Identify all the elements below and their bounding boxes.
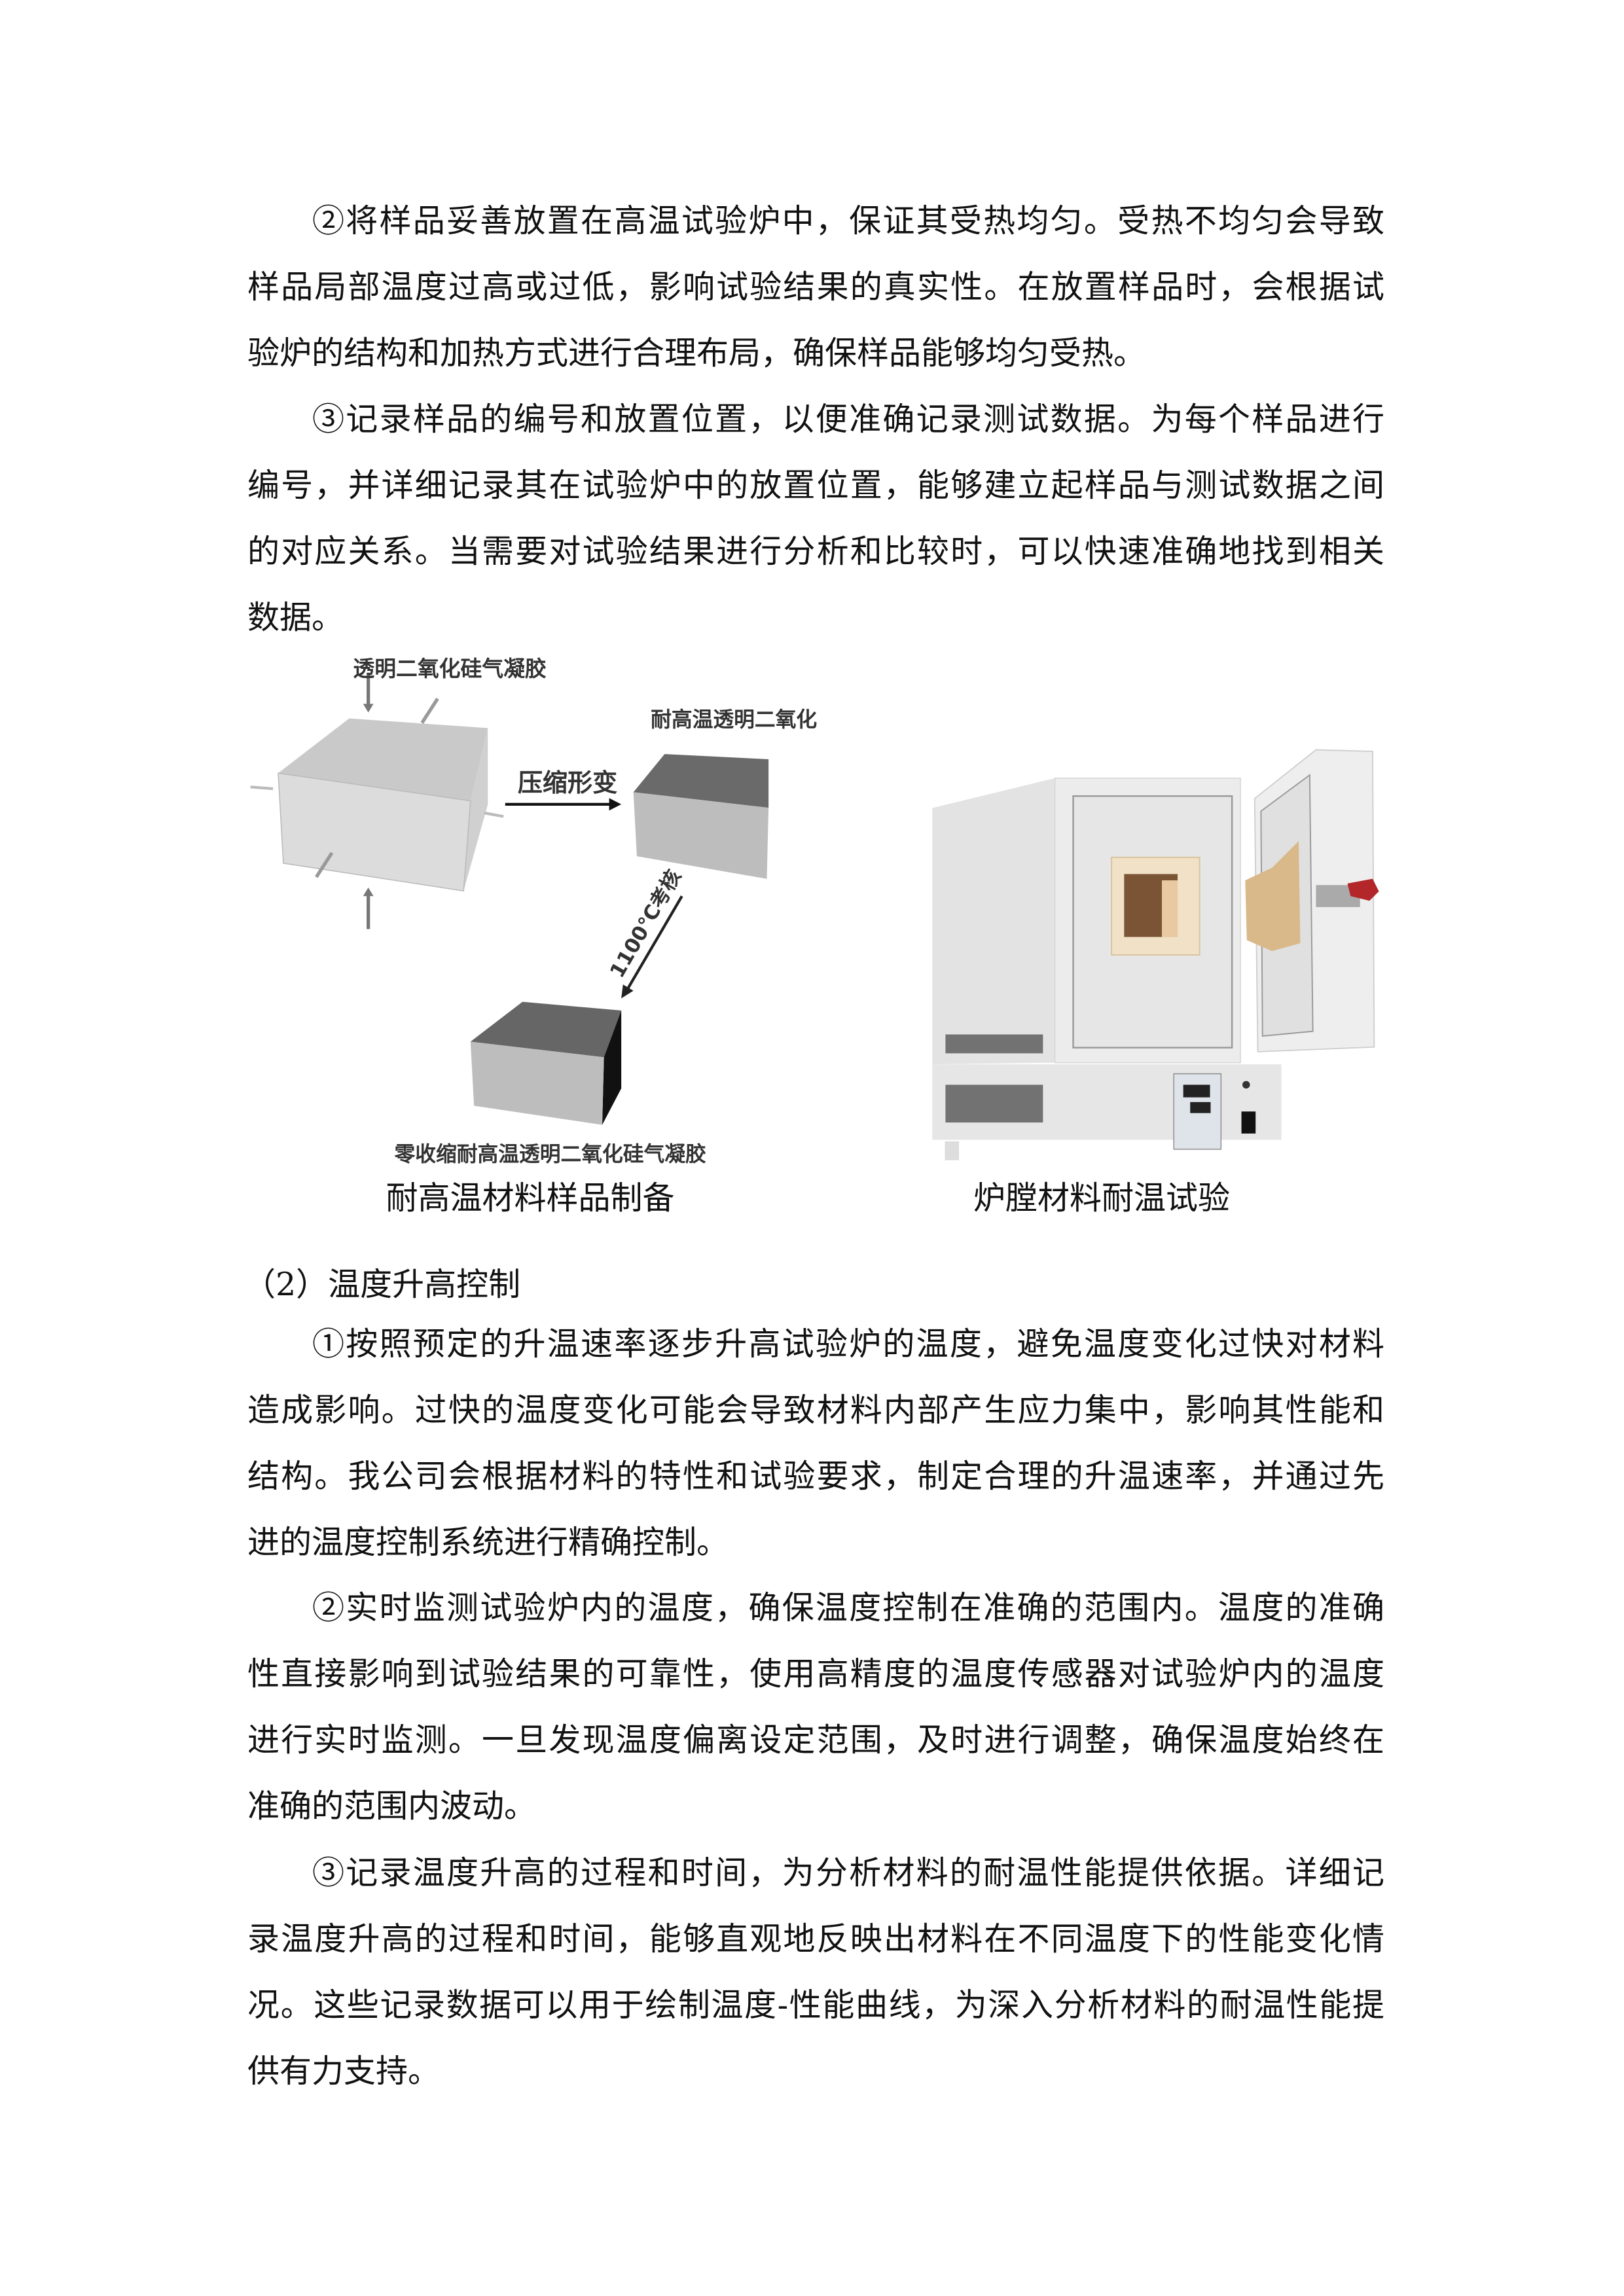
door-latch (1316, 878, 1379, 907)
text-line: 进行实时监测。一旦发现温度偏离设定范围，及时进行调整，确保温度始终在 (247, 1721, 1384, 1759)
final-box-top (470, 1001, 622, 1058)
section-heading: （2）温度升高控制 (244, 1266, 521, 1303)
text-line: 验炉的结构和加热方式进行合理布局，确保样品能够均匀受热。 (247, 334, 1146, 372)
furnace-foot (945, 1141, 960, 1160)
text-line: ③记录温度升高的过程和时间，为分析材料的耐温性能提供依据。详细记 (312, 1854, 1384, 1892)
aerogel-box-side (463, 728, 488, 891)
final-box-front (470, 1041, 604, 1125)
calcination-arrow (626, 895, 683, 989)
paragraph-sample-recording: ③记录样品的编号和放置位置，以便准确记录测试数据。为每个样品进行编号，并详细记录… (247, 386, 1384, 651)
text-line: 样品局部温度过高或过低，影响试验结果的真实性。在放置样品时，会根据试 (247, 268, 1384, 306)
furnace-figure (932, 749, 1379, 1160)
furnace-chamber-wall (1162, 880, 1178, 937)
sample-preparation-figure: 透明二氧化硅气凝胶 压缩形变 耐高温透明二氧化 1100℃考核 零收缩耐高温透明… (250, 656, 817, 1166)
text-line: 的对应关系。当需要对试验结果进行分析和比较时，可以快速准确地找到相关 (247, 533, 1384, 570)
compressed-box-front (633, 792, 769, 879)
compress-arrow-right (484, 812, 504, 818)
compress-arrow-down-head (363, 704, 374, 713)
text-line: 性直接影响到试验结果的可靠性，使用高精度的温度传感器对试验炉内的温度 (247, 1655, 1384, 1693)
vent-grille (945, 1034, 1043, 1123)
door-insulation (1245, 840, 1301, 952)
label-aerogel: 透明二氧化硅气凝胶 (353, 656, 547, 681)
paragraph-recording: ③记录温度升高的过程和时间，为分析材料的耐温性能提供依据。详细记录温度升高的过程… (247, 1840, 1384, 2104)
furnace-side (932, 778, 1055, 1065)
paragraph-monitoring: ②实时监测试验炉内的温度，确保温度控制在准确的范围内。温度的准确性直接影响到试验… (247, 1575, 1384, 1839)
label-calcination: 1100℃考核 (606, 866, 686, 982)
compress-arrow-diagonal (420, 697, 439, 724)
controller-display (1183, 1085, 1210, 1098)
label-compress: 压缩形变 (518, 768, 617, 797)
compress-arrow-head (609, 798, 622, 811)
text-line: 进的温度控制系统进行精确控制。 (247, 1524, 729, 1561)
figure-caption-furnace-test: 炉膛材料耐温试验 (973, 1179, 1230, 1217)
text-line: 造成影响。过快的温度变化可能会导致材料内部产生应力集中，影响其性能和 (247, 1391, 1384, 1429)
text-line: 录温度升高的过程和时间，能够直观地反映出材料在不同温度下的性能变化情 (247, 1920, 1384, 1958)
text-line: 数据。 (247, 599, 344, 636)
controller-display (1190, 1102, 1211, 1113)
calcination-arrow-head (621, 984, 634, 999)
text-line: 况。这些记录数据可以用于绘制温度-性能曲线，为深入分析材料的耐温性能提 (247, 1986, 1384, 2024)
text-line: 编号，并详细记录其在试验炉中的放置位置，能够建立起样品与测试数据之间 (247, 467, 1384, 504)
compress-arrow-up-head (363, 887, 374, 897)
label-heat-resistant: 耐高温透明二氧化 (651, 708, 817, 732)
compress-arrow-diagonal (315, 852, 334, 878)
label-zero-shrink-aerogel: 零收缩耐高温透明二氧化硅气凝胶 (394, 1143, 706, 1166)
text-line: 供有力支持。 (247, 2053, 441, 2090)
indicator-light (1242, 1081, 1250, 1089)
compress-arrow-left (250, 785, 274, 791)
figure-caption-sample-prep: 耐高温材料样品制备 (386, 1179, 675, 1217)
text-line: ②实时监测试验炉内的温度，确保温度控制在准确的范围内。温度的准确 (312, 1589, 1384, 1626)
paragraph-heating-rate: ①按照预定的升温速率逐步升高试验炉的温度，避免温度变化过快对材料造成影响。过快的… (247, 1311, 1384, 1575)
compressed-box-top (633, 754, 769, 808)
text-line: 准确的范围内波动。 (247, 1787, 537, 1825)
text-line: 结构。我公司会根据材料的特性和试验要求，制定合理的升温速率，并通过先 (247, 1458, 1384, 1495)
text-line: ③记录样品的编号和放置位置，以便准确记录测试数据。为每个样品进行 (312, 401, 1384, 438)
paragraph-sample-placement: ②将样品妥善放置在高温试验炉中，保证其受热均匀。受热不均匀会导致样品局部温度过高… (247, 188, 1384, 386)
text-line: ②将样品妥善放置在高温试验炉中，保证其受热均匀。受热不均匀会导致 (312, 202, 1384, 240)
power-switch (1241, 1111, 1256, 1134)
text-line: ①按照预定的升温速率逐步升高试验炉的温度，避免温度变化过快对材料 (312, 1325, 1384, 1363)
final-box-side (602, 1010, 622, 1125)
